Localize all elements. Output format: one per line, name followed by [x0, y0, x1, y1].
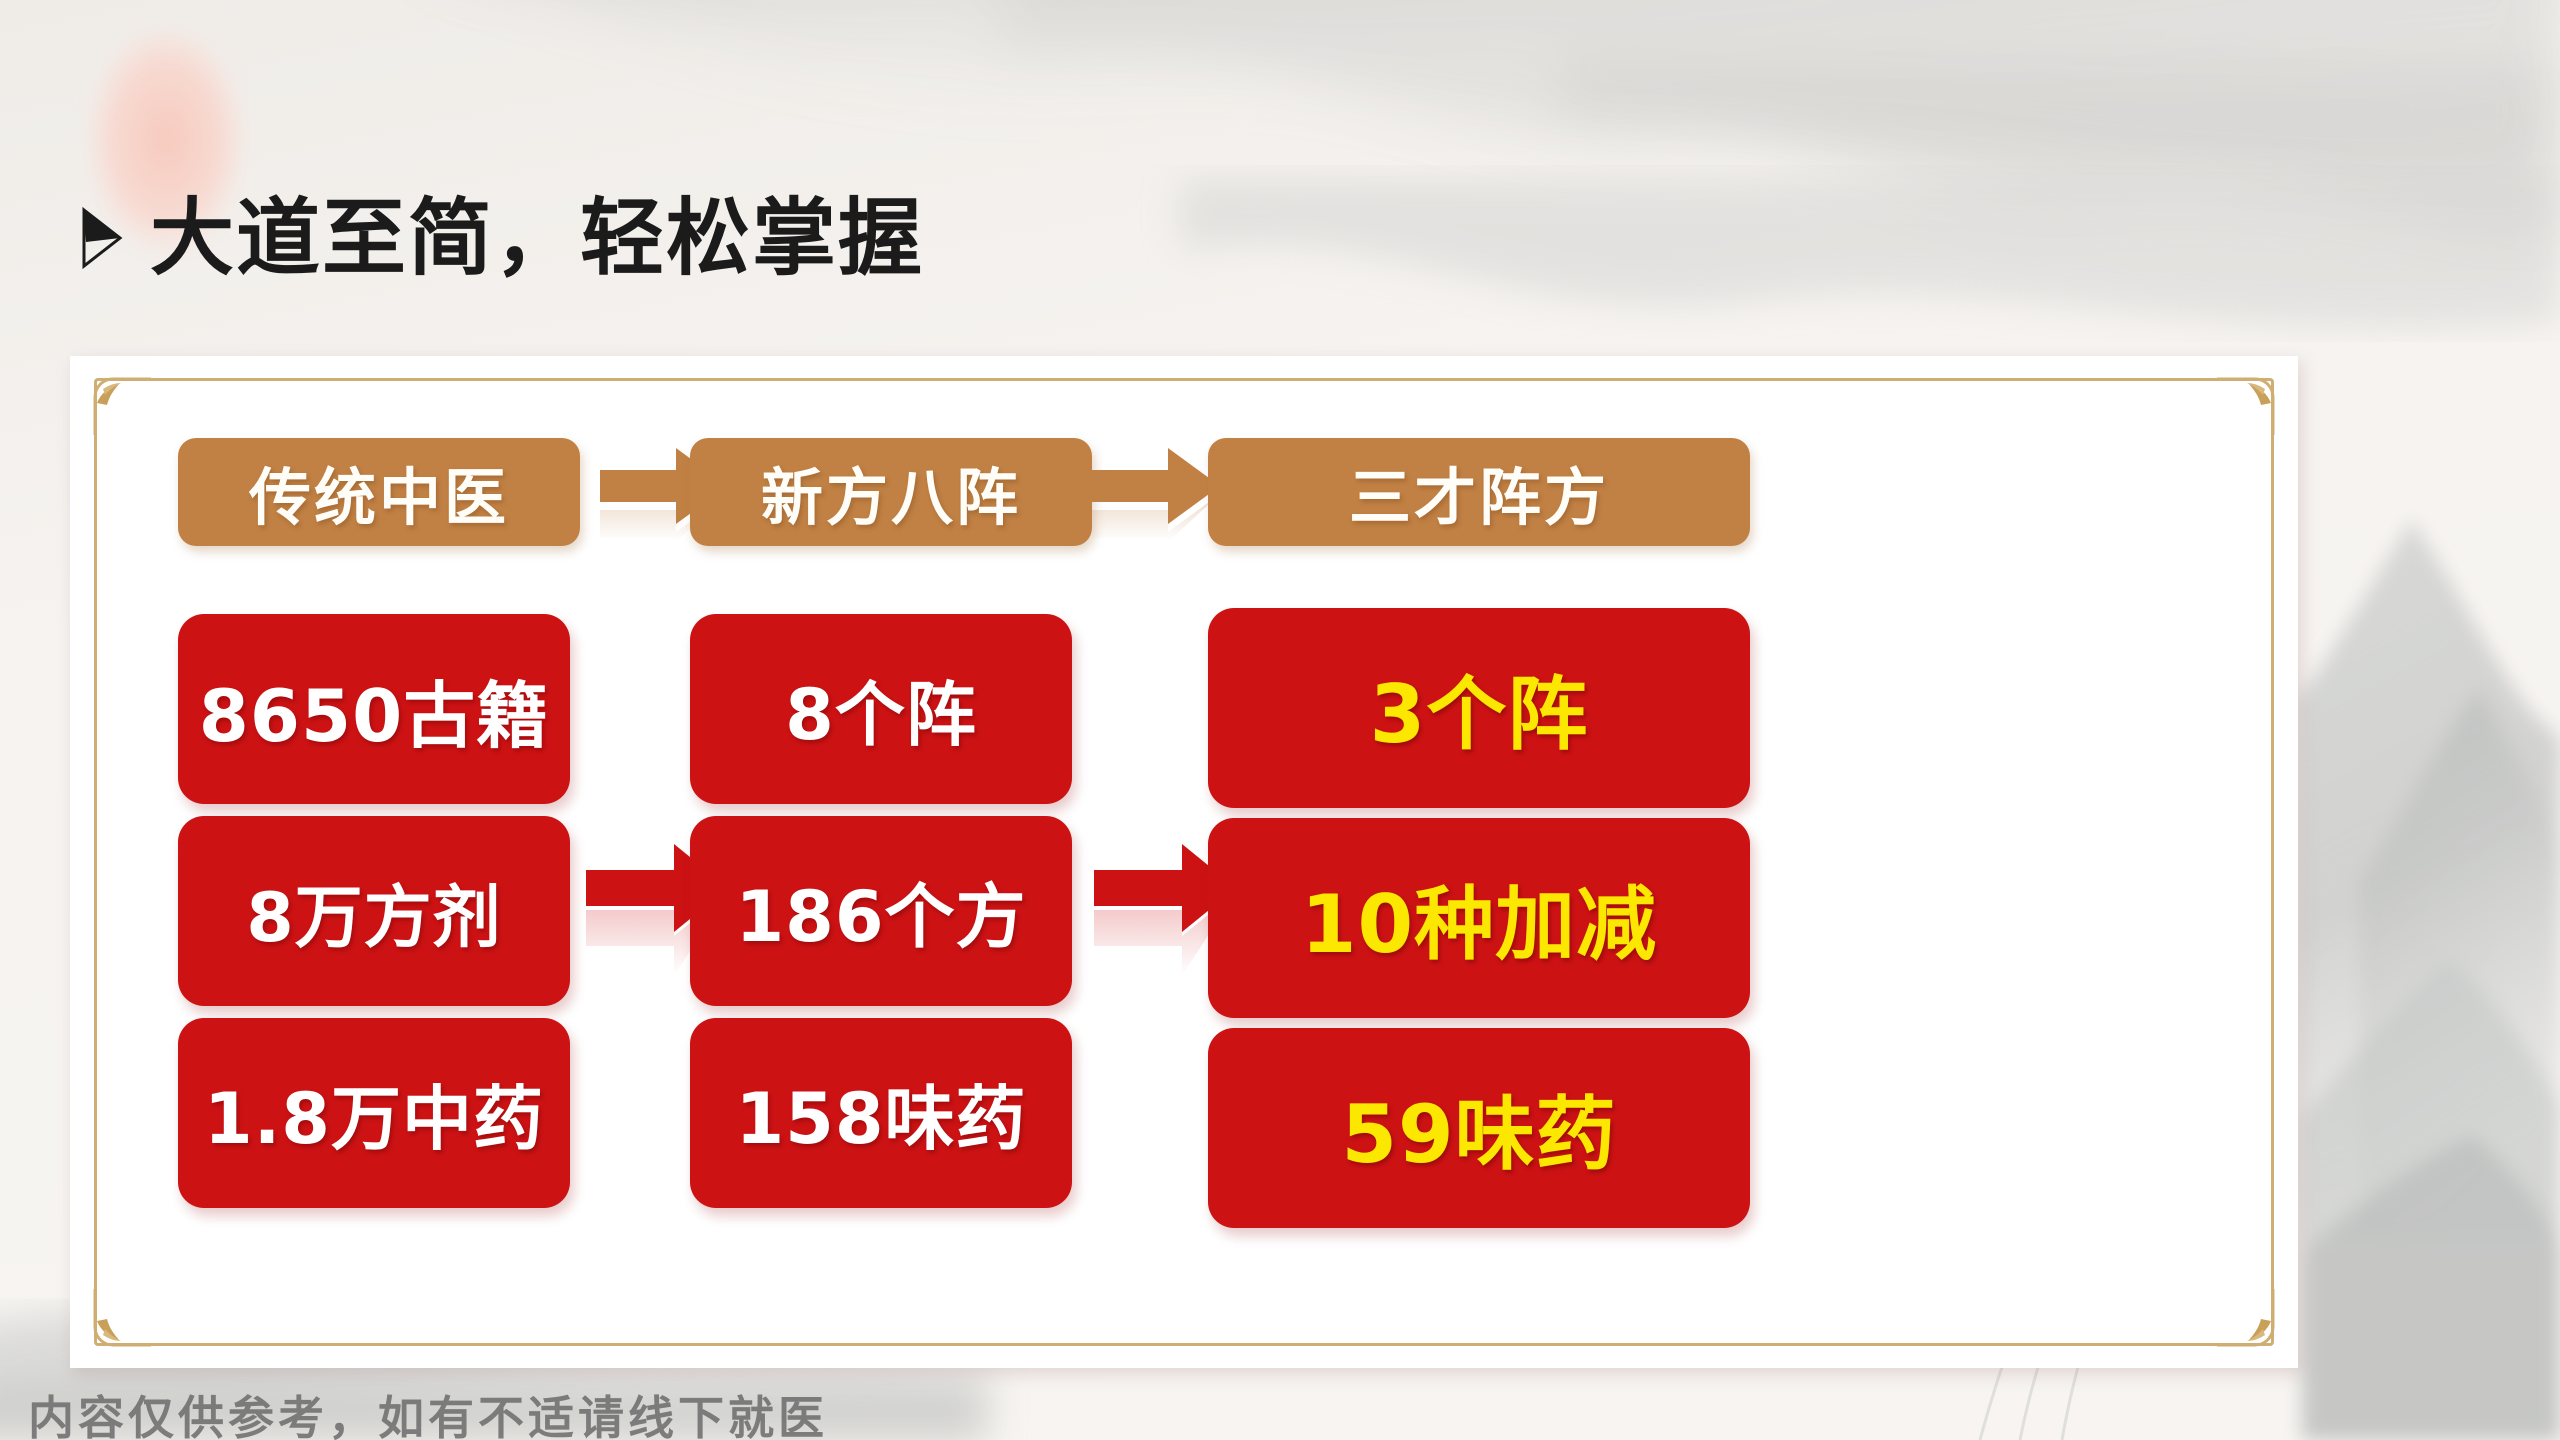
panel-gold-frame — [93, 377, 2275, 1347]
stat-box-herbs-59[interactable]: 59味药 — [1208, 1028, 1750, 1228]
arrow-right-icon — [1086, 826, 1244, 996]
arrow-right-icon — [1082, 434, 1230, 552]
stat-box-formulas[interactable]: 8万方剂 — [178, 816, 570, 1006]
disclaimer-watermark: 内容仅供参考，如有不适请线下就医 — [28, 1391, 828, 1440]
corner-ornament-icon — [93, 1287, 153, 1347]
stat-box-herbs-158[interactable]: 158味药 — [690, 1018, 1072, 1208]
header-box-new-eight-formations[interactable]: 新方八阵 — [690, 438, 1092, 546]
arrow-bullet-icon — [78, 206, 124, 270]
corner-ornament-icon — [93, 377, 153, 437]
corner-ornament-icon — [2215, 377, 2275, 437]
page-title: 大道至简，轻松掌握 — [150, 189, 925, 287]
header-box-traditional-tcm[interactable]: 传统中医 — [178, 438, 580, 546]
diagram-content: 传统中医 新方八阵 三才阵方 8650古籍 8万 — [70, 356, 2298, 1368]
stat-box-adjustments-ten[interactable]: 10种加减 — [1208, 818, 1750, 1018]
diagram-panel: 传统中医 新方八阵 三才阵方 8650古籍 8万 — [70, 356, 2298, 1368]
stat-box-herbs[interactable]: 1.8万中药 — [178, 1018, 570, 1208]
stat-box-formations-three[interactable]: 3个阵 — [1208, 608, 1750, 808]
page-title-row: 大道至简，轻松掌握 — [78, 196, 924, 280]
corner-ornament-icon — [2215, 1287, 2275, 1347]
stat-box-prescriptions-186[interactable]: 186个方 — [690, 816, 1072, 1006]
stat-box-formations-eight[interactable]: 8个阵 — [690, 614, 1072, 804]
stat-box-ancient-books[interactable]: 8650古籍 — [178, 614, 570, 804]
header-box-three-talents-formation[interactable]: 三才阵方 — [1208, 438, 1750, 546]
